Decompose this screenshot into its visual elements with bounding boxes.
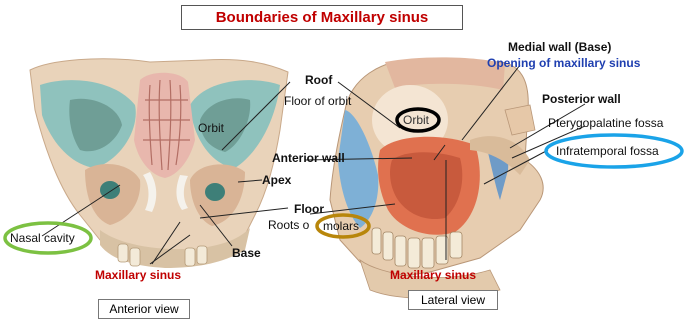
- label-roof: Roof: [305, 73, 332, 87]
- label-roots-of: Roots o: [268, 218, 309, 232]
- caption-lateral-view: Lateral view: [408, 290, 498, 310]
- label-maxillary-sinus-lateral: Maxillary sinus: [390, 268, 476, 282]
- caption-anterior-view: Anterior view: [98, 299, 190, 319]
- label-infratemporal-fossa: Infratemporal fossa: [556, 144, 659, 158]
- label-base: Base: [232, 246, 261, 260]
- label-orbit-lateral: Orbit: [403, 113, 429, 127]
- label-anterior-wall: Anterior wall: [272, 151, 345, 165]
- label-maxillary-sinus-anterior: Maxillary sinus: [95, 268, 181, 282]
- label-floor: Floor: [294, 202, 324, 216]
- caption-anterior-view-text: Anterior view: [109, 302, 178, 316]
- lateral-skull-illustration: [330, 57, 543, 298]
- caption-lateral-view-text: Lateral view: [421, 293, 485, 307]
- label-medial-wall: Medial wall (Base): [508, 40, 611, 54]
- label-orbit-anterior: Orbit: [198, 121, 224, 135]
- label-nasal-cavity: Nasal cavity: [10, 231, 75, 245]
- label-apex: Apex: [262, 173, 291, 187]
- label-posterior-wall: Posterior wall: [542, 92, 621, 106]
- label-floor-of-orbit: Floor of orbit: [284, 94, 351, 108]
- label-molars: molars: [323, 219, 359, 233]
- label-opening-maxillary-sinus: Opening of maxillary sinus: [487, 56, 640, 70]
- label-pterygopalatine-fossa: Pterygopalatine fossa: [548, 116, 663, 130]
